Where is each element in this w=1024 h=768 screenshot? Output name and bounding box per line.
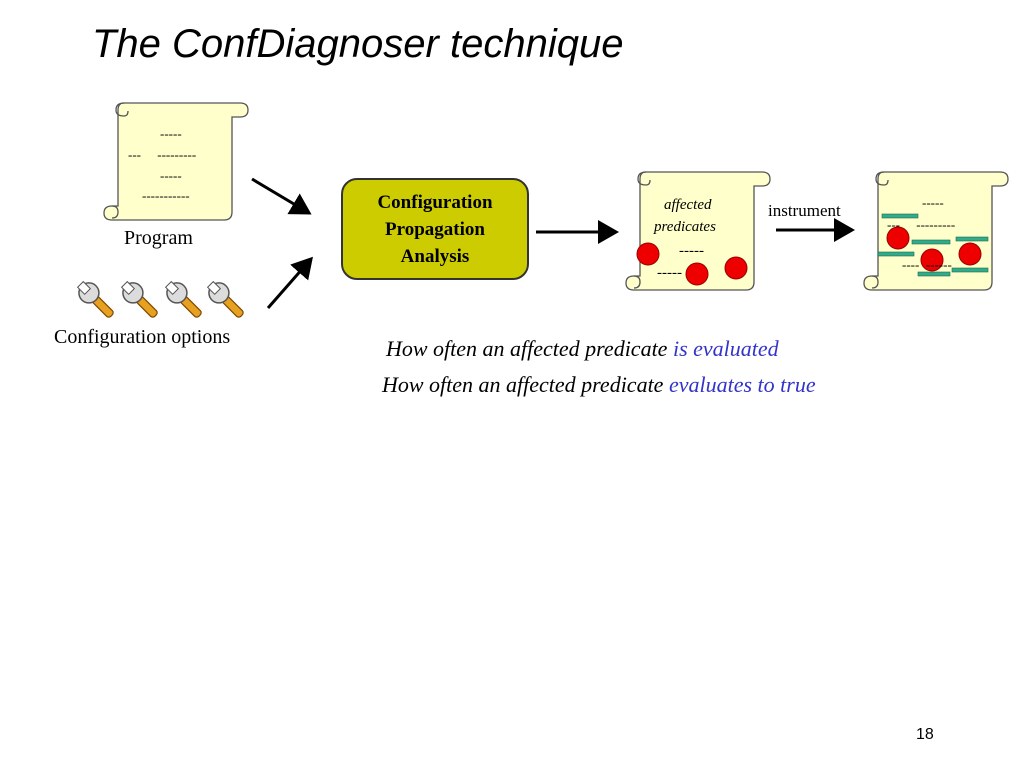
wrench-icon <box>164 280 202 318</box>
predicate-dot <box>958 242 982 266</box>
probe-bar <box>881 213 919 219</box>
instrumented-code-line: ----- <box>922 195 944 210</box>
page-number: 18 <box>916 726 934 743</box>
program-arrow <box>251 177 312 215</box>
probe-bar <box>877 251 915 257</box>
probe-bar <box>951 267 989 273</box>
predicate-dot <box>886 226 910 250</box>
analysis-box-line: Analysis <box>400 245 470 267</box>
affected-code-line: ----- <box>657 265 682 281</box>
question-prefix: How often an affected predicate <box>382 372 669 397</box>
program-code-line: --- --------- <box>128 147 197 162</box>
question-prefix: How often an affected predicate <box>386 336 673 361</box>
predicate-dot <box>724 256 748 280</box>
configuration-propagation-analysis-box: Configuration Propagation Analysis <box>341 178 529 280</box>
question-highlight: evaluates to true <box>668 372 816 397</box>
config-options-label: Configuration options <box>54 326 231 348</box>
slide-title: The ConfDiagnoser technique <box>92 22 624 66</box>
question-evaluated: How often an affected predicate is evalu… <box>386 336 779 362</box>
predicate-dot <box>636 242 660 266</box>
question-highlight: is evaluated <box>672 336 779 361</box>
affected-caption: affected <box>664 197 712 213</box>
analysis-box-line: Propagation <box>385 218 485 240</box>
instrumented-code-line: --- --------- <box>887 217 956 232</box>
instrumented-code-line: ---- ------ <box>902 257 952 272</box>
program-code-line: ----- <box>160 168 182 183</box>
probe-bar <box>917 271 951 277</box>
question-evaluates-true: How often an affected predicate evaluate… <box>382 372 816 398</box>
program-code-line: ----------- <box>142 188 190 203</box>
probe-bar <box>955 236 989 242</box>
probe-bar <box>911 239 951 245</box>
program-code-line: ----- <box>160 126 182 141</box>
program-label: Program <box>124 227 193 249</box>
wrench-icon <box>76 280 114 318</box>
program-scroll-icon <box>103 102 249 221</box>
instrument-label: instrument <box>768 201 841 220</box>
wrench-icon <box>206 280 244 318</box>
config-arrow <box>266 256 313 309</box>
predicate-dot <box>685 262 709 286</box>
wrench-icon <box>120 280 158 318</box>
affected-caption: predicates <box>654 219 716 235</box>
affected-code-line: ----- <box>679 243 704 259</box>
analysis-box-line: Configuration <box>377 191 493 213</box>
predicate-dot <box>920 248 944 272</box>
